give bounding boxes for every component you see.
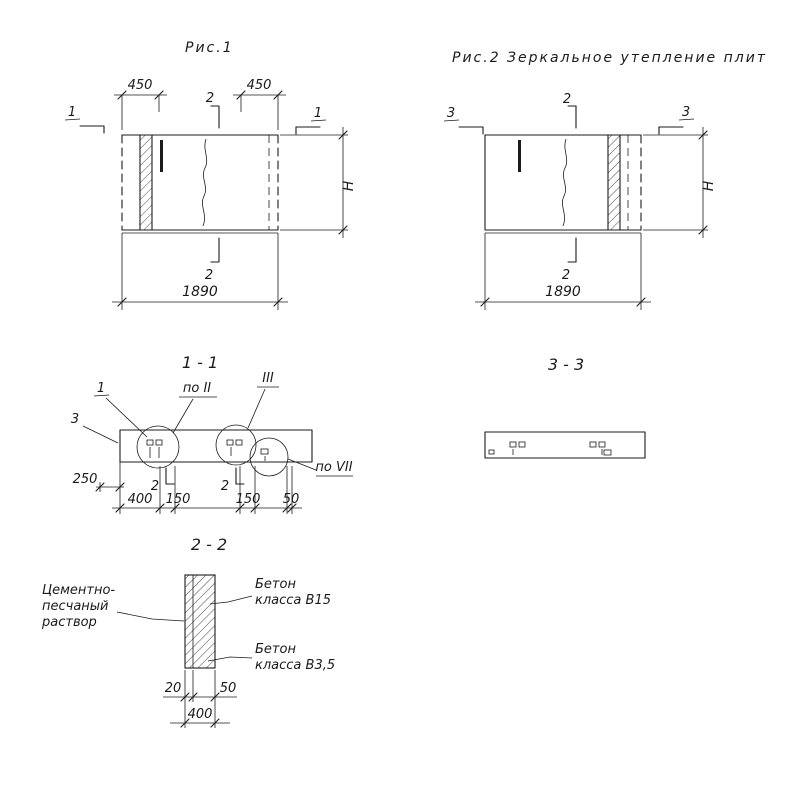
detail-circle-poVII — [249, 437, 289, 477]
section-2-2-title: 2 - 2 — [191, 535, 227, 554]
detail-circle-III — [215, 424, 257, 466]
label-po-VII: по VII — [315, 460, 352, 475]
dim-400: 400 — [188, 707, 213, 722]
elevation-left: 450 450 2 1 1 2 1890 H — [64, 78, 357, 310]
section-mark-3-left: 3 — [447, 106, 455, 121]
section-mark-2-bottom: 2 — [205, 268, 213, 283]
label-po-II: по II — [183, 381, 211, 396]
leader-b15 — [209, 595, 253, 605]
insulation-strip — [608, 135, 620, 230]
dim-50: 50 — [283, 492, 300, 507]
section-mark-3-right: 3 — [682, 105, 690, 120]
figure2-title: Рис.2 Зеркальное утепление плит — [452, 50, 767, 66]
dim-H-left: H — [341, 180, 357, 191]
section-mark-2-top: 2 — [206, 91, 214, 106]
section-1-1-title: 1 - 1 — [182, 353, 218, 372]
embed-detail — [146, 439, 154, 446]
note-b15-line1: Бетон — [255, 577, 296, 592]
section-mark-2a: 2 — [151, 479, 159, 494]
section-mark-2b: 2 — [221, 479, 229, 494]
callout-3: 3 — [71, 412, 79, 427]
note-mortar-line1: Цементно- — [42, 583, 115, 598]
rebar-outlet — [160, 140, 163, 172]
dim-1890: 1890 — [182, 284, 218, 300]
leader-b35 — [207, 656, 253, 662]
section-mark-1-right: 1 — [314, 106, 322, 121]
section-mark-1-left: 1 — [68, 105, 76, 120]
dim-400: 400 — [128, 492, 153, 507]
wavy-break-line — [202, 138, 208, 227]
section-2-2: 2 - 2 Цементно- песчаный раствор Бетон к… — [41, 535, 335, 728]
dim-250: 250 — [73, 472, 98, 487]
label-III: III — [262, 371, 274, 386]
section-3-3: 3 - 3 — [484, 355, 646, 459]
section-mark-2-top: 2 — [563, 92, 571, 107]
detail-circle-poII — [136, 425, 180, 469]
slab-cross-section — [184, 574, 216, 669]
note-b35-line2: класса В3,5 — [255, 658, 335, 673]
dim-450-left: 450 — [128, 78, 153, 93]
note-b35-line1: Бетон — [255, 642, 296, 657]
dim-50: 50 — [220, 681, 237, 696]
callout-1: 1 — [97, 381, 105, 396]
embed-detail — [509, 441, 517, 448]
rebar-outlet — [518, 140, 521, 172]
section-1-1: 1 - 1 1 по II III 3 по VII — [71, 353, 353, 514]
insulation-strip — [140, 135, 152, 230]
dim-1890: 1890 — [545, 284, 581, 300]
note-mortar-line2: песчаный — [42, 599, 109, 614]
section-mark-2-bottom: 2 — [562, 268, 570, 283]
dim-450-right: 450 — [247, 78, 272, 93]
dim-20: 20 — [165, 681, 182, 696]
wavy-break-line — [562, 138, 568, 227]
figure1-title: Рис.1 — [185, 40, 234, 56]
note-mortar-line3: раствор — [41, 615, 97, 630]
dim-H-right: H — [701, 180, 717, 191]
leader-mortar — [116, 611, 185, 622]
note-b15-line2: класса В15 — [255, 593, 331, 608]
elevation-right: 2 3 3 2 1890 H — [443, 92, 717, 310]
dim-150b: 150 — [236, 492, 261, 507]
dim-150a: 150 — [166, 492, 191, 507]
section-3-3-title: 3 - 3 — [548, 355, 584, 374]
